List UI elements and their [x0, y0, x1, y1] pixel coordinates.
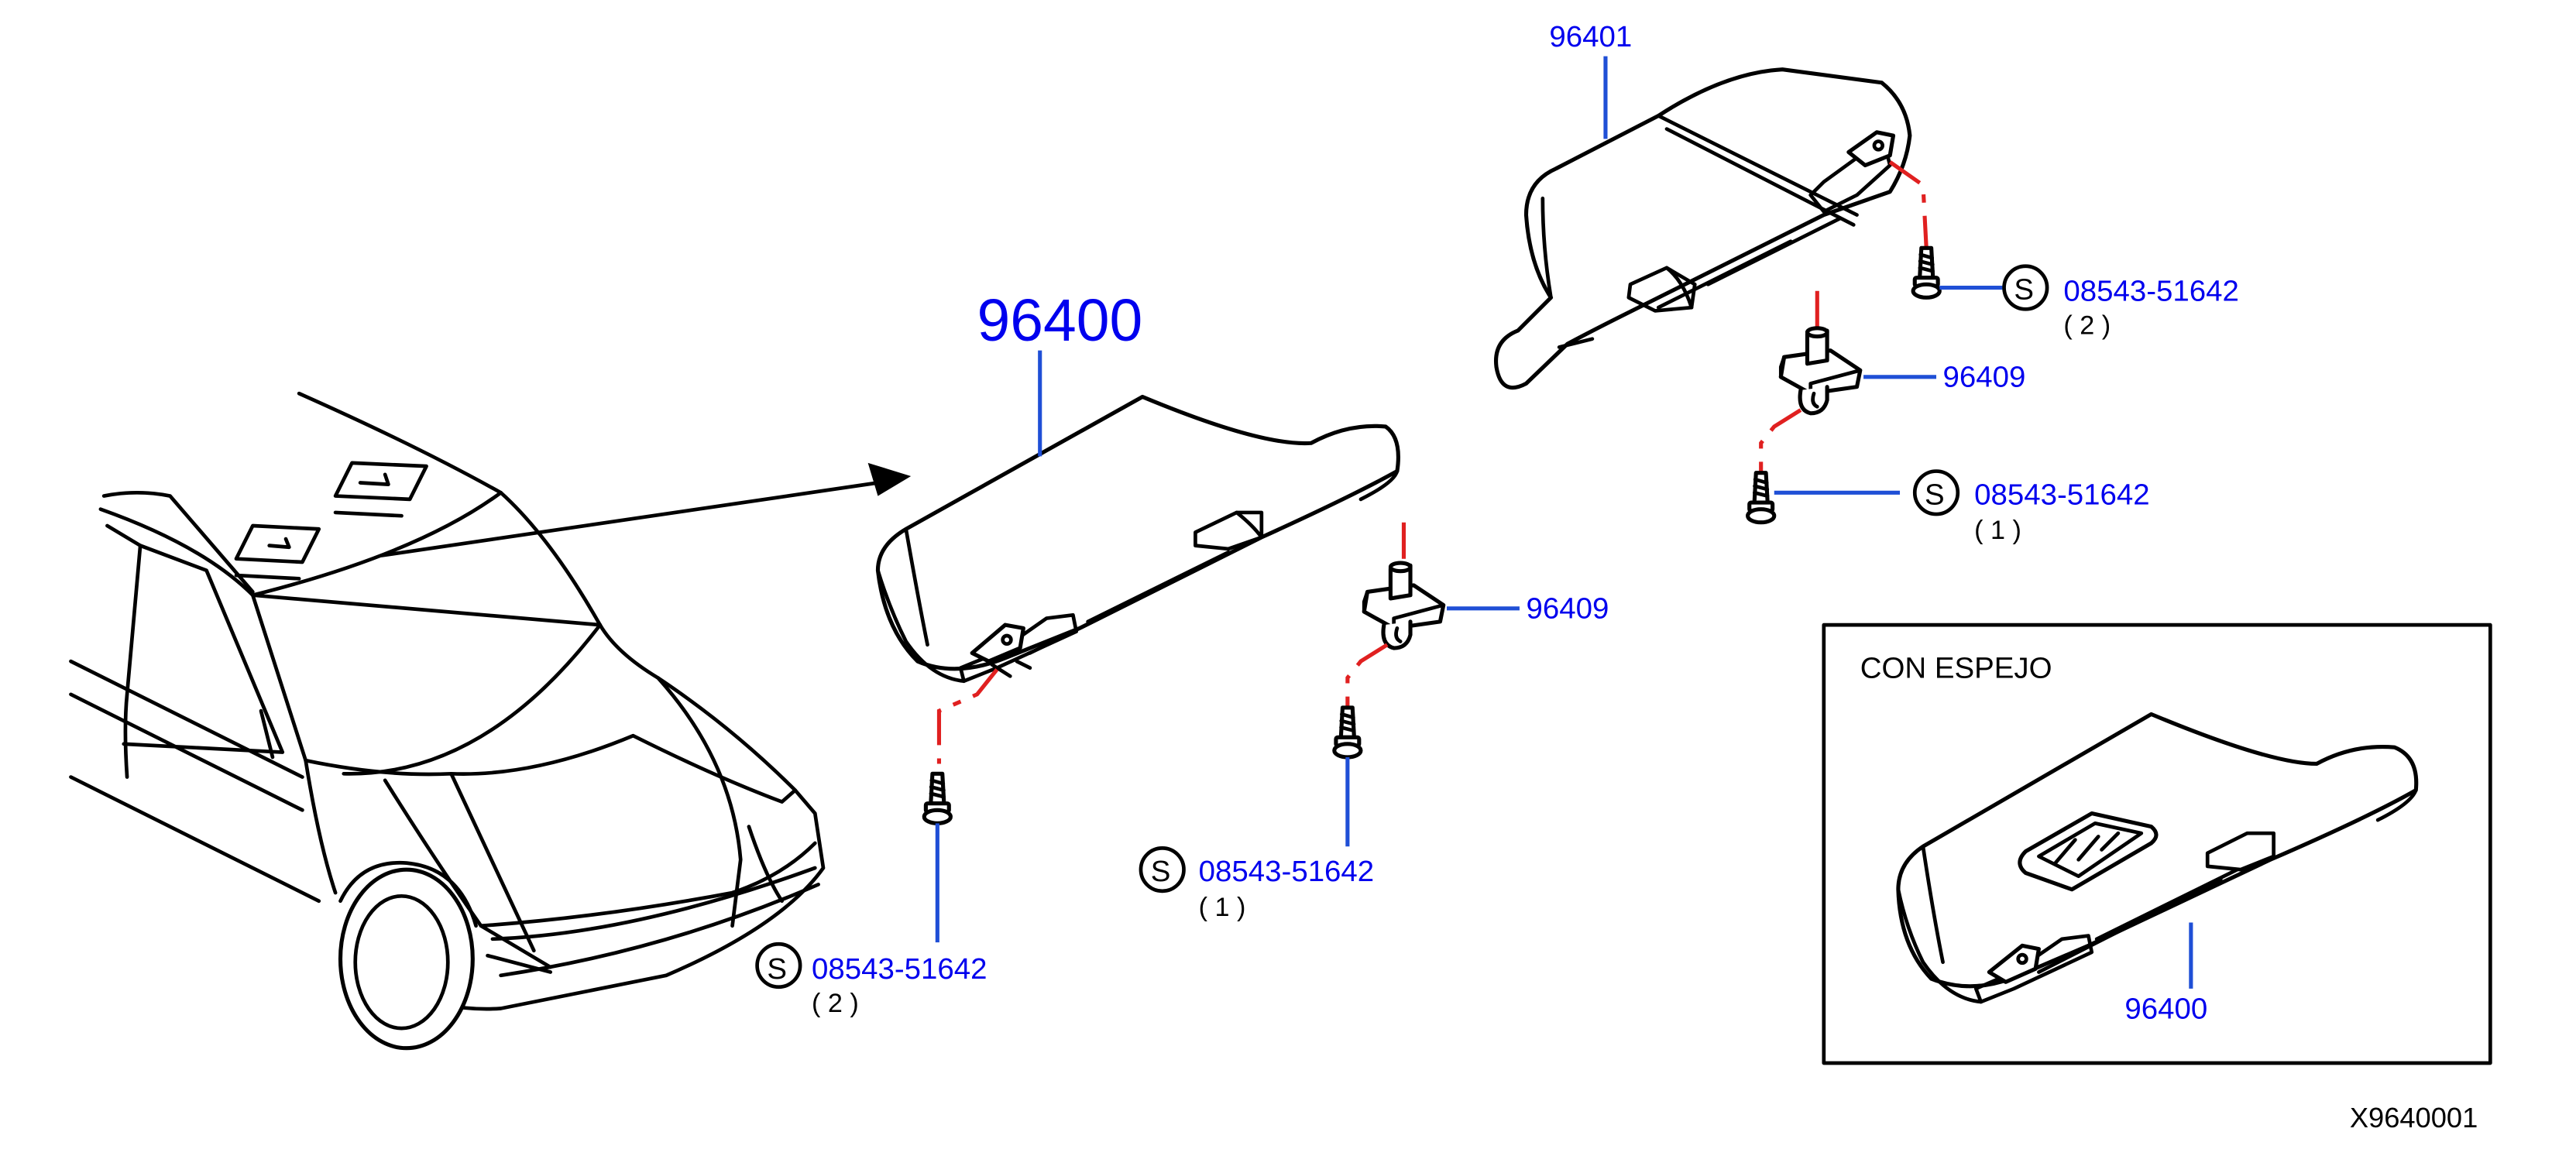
part-label-96409-right: 96409 [1943, 361, 2026, 394]
screw-code-d: 08543-51642 [1974, 478, 2149, 511]
visor-clip-icon [1364, 563, 1443, 648]
screw-icon [1334, 708, 1361, 757]
standard-part-symbol [2002, 264, 2049, 311]
center-line [936, 668, 999, 764]
symbol-s: S [2014, 273, 2034, 306]
standard-part-symbol [1139, 846, 1186, 893]
screw-qty-a: ( 2 ) [812, 989, 859, 1018]
symbol-s: S [1925, 478, 1945, 511]
screw-qty-c: ( 2 ) [2063, 310, 2111, 340]
center-line [1345, 643, 1389, 715]
center-line [1759, 408, 1802, 480]
standard-part-symbol [1912, 469, 1960, 516]
screw-code-c: 08543-51642 [2063, 275, 2238, 308]
car-icon [69, 391, 826, 1051]
sun-visor-right [1493, 67, 1912, 390]
drawing-id: X9640001 [2350, 1102, 2478, 1134]
visor-clip-icon [1781, 328, 1860, 413]
inset-frame [1822, 623, 2492, 1065]
standard-part-symbol [755, 941, 802, 990]
part-label-96400: 96400 [977, 287, 1143, 354]
screw-qty-d: ( 1 ) [1974, 516, 2021, 545]
part-label-96401: 96401 [1549, 20, 1632, 53]
inset-title: CON ESPEJO [1860, 651, 2052, 684]
part-label-96409-mid: 96409 [1526, 592, 1609, 626]
sun-visor-left [875, 394, 1400, 684]
arrow-icon [380, 462, 912, 557]
sun-visor-with-mirror [1896, 712, 2419, 1004]
symbol-s: S [767, 952, 787, 986]
screw-icon [1748, 473, 1774, 523]
part-label-96400-inset: 96400 [2124, 992, 2207, 1025]
center-line [1888, 160, 1929, 249]
screw-icon [1913, 248, 1939, 297]
screw-code-a: 08543-51642 [812, 952, 987, 986]
screw-code-b: 08543-51642 [1199, 855, 1374, 888]
screw-qty-b: ( 1 ) [1199, 893, 1246, 922]
symbol-s: S [1151, 855, 1171, 888]
screw-icon [924, 773, 950, 823]
